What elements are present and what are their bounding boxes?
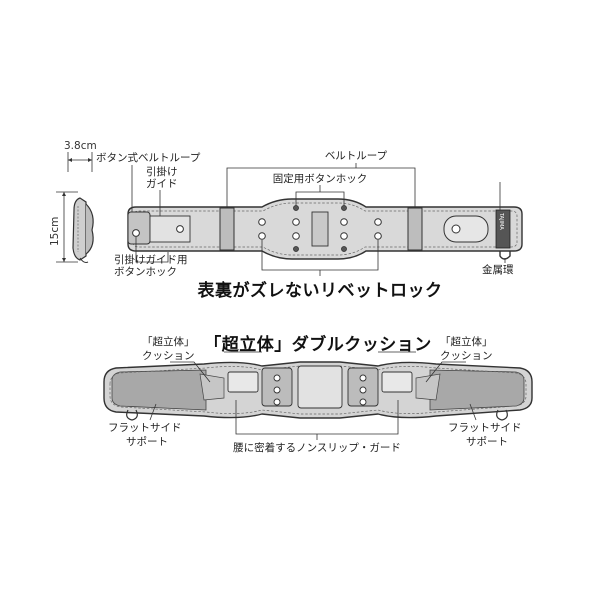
double-cushion-headline: 「超立体」ダブルクッション (204, 335, 432, 355)
label-button-belt-loop: ボタン式ベルトループ (96, 152, 201, 164)
brand-tag-text: TAJIMA (498, 213, 504, 230)
height-dimension-label: 15cm (49, 216, 61, 246)
label-flat-side-right-1: フラットサイド (448, 422, 522, 434)
depth-dimension-label: 3.8cm (64, 140, 97, 152)
label-guide-hook-1: 引掛けガイド用 (114, 254, 188, 266)
label-flat-side-left-1: フラットサイド (108, 422, 182, 434)
top-callout-lines (131, 163, 506, 276)
label-belt-loop: ベルトループ (324, 150, 388, 162)
label-cushion-right-1: 「超立体」 (440, 336, 493, 348)
label-cushion-left-2: クッション (142, 350, 195, 362)
label-cushion-left-1: 「超立体」 (142, 336, 195, 348)
label-flat-side-right-2: サポート (466, 436, 508, 448)
rivet-lock-headline: 表裏がズレないリベットロック (197, 281, 443, 301)
label-guide-hook-2: ボタンホック (114, 266, 177, 278)
label-hook-guide-1: 引掛け (146, 166, 178, 178)
label-fixing-button-hook: 固定用ボタンホック (272, 173, 368, 185)
bottom-callout-lines (149, 351, 477, 440)
label-non-slip-guard: 腰に密着するノンスリップ・ガード (233, 442, 401, 454)
belt-inner-view (103, 361, 533, 421)
side-profile-view (56, 152, 94, 263)
label-flat-side-left-2: サポート (126, 436, 168, 448)
label-hook-guide-2: ガイド (146, 178, 178, 190)
label-metal-ring: 金属環 (482, 264, 514, 276)
belt-outer-view (127, 198, 523, 260)
label-cushion-right-2: クッション (440, 350, 493, 362)
